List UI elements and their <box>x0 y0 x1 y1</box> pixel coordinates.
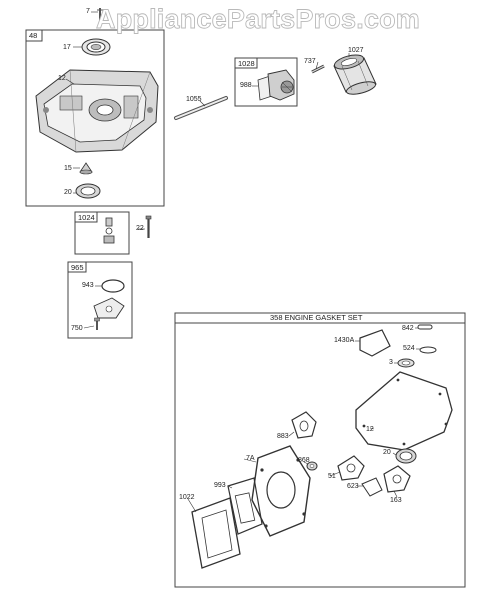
part-988-label: 988 <box>240 82 252 89</box>
part-623-label: 623 <box>347 483 359 490</box>
cover-plate-icon <box>93 297 125 319</box>
exhaust-gasket-icon <box>337 455 365 481</box>
oil-filter-adapter-icon <box>267 69 295 101</box>
gasket-1022-icon <box>191 497 241 569</box>
part-750-label: 750 <box>71 325 83 332</box>
crankcase-gasket-icon <box>355 371 453 451</box>
oil-filter-icon <box>333 54 377 95</box>
box-965-frame <box>67 261 133 339</box>
part-993-label: 993 <box>214 482 226 489</box>
box-965-ref: 965 <box>71 263 84 272</box>
box-48-frame <box>25 29 165 207</box>
part-20-gasket-label: 20 <box>383 449 391 456</box>
part-3-label: 3 <box>389 359 393 366</box>
gasket-set-frame <box>174 312 466 588</box>
nipple-icon <box>311 64 325 74</box>
oil-seal-icon <box>81 38 111 56</box>
small-gasket-icon <box>417 324 433 330</box>
part-1027-label: 1027 <box>348 47 364 54</box>
part-12-gasket-label: 12 <box>366 426 374 433</box>
fitting-icon <box>103 217 115 244</box>
part-12-label: 12 <box>58 75 66 82</box>
part-7a-label: 7A <box>246 455 255 462</box>
part-20-label: 20 <box>64 189 72 196</box>
box-1024-ref: 1024 <box>78 213 95 222</box>
bushing-icon <box>79 162 93 175</box>
part-1022-label: 1022 <box>179 494 195 501</box>
gasket-993-icon <box>227 477 263 535</box>
gasket-623-icon <box>361 477 383 497</box>
part-868-label: 868 <box>298 457 310 464</box>
box-1028-ref: 1028 <box>238 59 255 68</box>
crankshaft-seal-icon <box>75 183 101 199</box>
cylinder-head-gasket-icon <box>251 445 311 537</box>
valve-seal-icon <box>306 461 318 471</box>
part-943-label: 943 <box>82 282 94 289</box>
valve-cover-gasket-icon <box>359 329 391 357</box>
crankcase-cover-icon <box>35 69 159 153</box>
washer-icon <box>419 346 437 354</box>
part-1055-label: 1055 <box>186 96 202 103</box>
part-7-label: 7 <box>86 8 90 15</box>
part-883-label: 883 <box>277 433 289 440</box>
box-48-ref: 48 <box>29 31 38 40</box>
part-1430a-label: 1430A <box>334 337 355 344</box>
part-17-label: 17 <box>63 44 71 51</box>
part-22-label: 22 <box>136 225 144 232</box>
tube-icon <box>174 96 228 120</box>
gasket-set-title: 358 ENGINE GASKET SET <box>270 313 363 322</box>
part-15-label: 15 <box>64 165 72 172</box>
gasket-163-icon <box>383 465 411 493</box>
seal-icon <box>397 358 415 368</box>
box-1028-tab <box>234 57 258 69</box>
part-163-label: 163 <box>390 497 402 504</box>
box-48-tab <box>25 29 43 42</box>
watermark: AppliancePartsPros.com <box>96 4 421 35</box>
pin-icon <box>97 8 103 24</box>
part-842-label: 842 <box>402 325 414 332</box>
box-1024-frame <box>74 211 130 255</box>
part-524-label: 524 <box>403 345 415 352</box>
box-965-tab <box>67 261 87 273</box>
o-ring-icon <box>101 279 125 293</box>
intake-gasket-icon <box>291 411 317 439</box>
screw-icon <box>94 317 100 330</box>
leader-lines <box>65 11 420 513</box>
box-1024-tab <box>74 211 98 223</box>
bolt-icon <box>145 215 152 238</box>
box-1028-frame <box>234 57 298 107</box>
part-737-label: 737 <box>304 58 316 65</box>
oil-seal-2-icon <box>395 448 417 464</box>
part-51-label: 51 <box>328 473 336 480</box>
